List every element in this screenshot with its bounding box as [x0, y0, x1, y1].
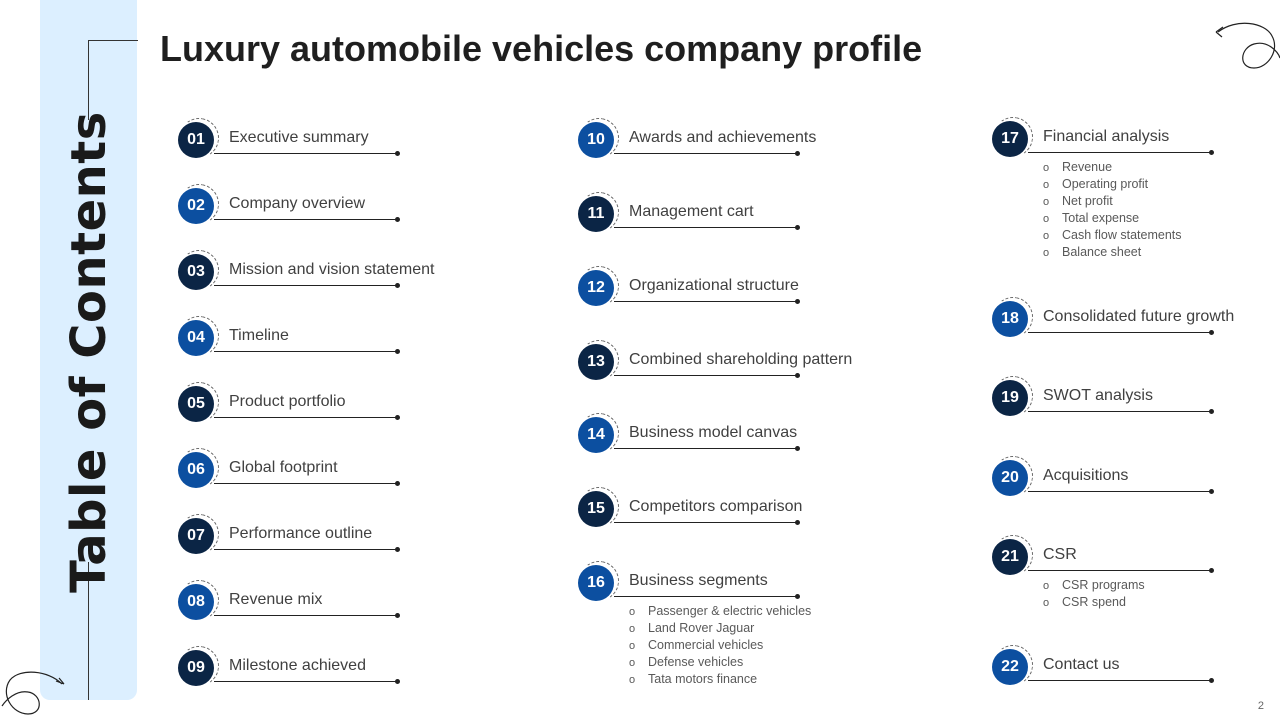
toc-item-underline	[614, 594, 800, 599]
sidebar-top-connector	[88, 40, 138, 41]
toc-number-badge: 15	[578, 491, 614, 527]
toc-subitem[interactable]: CSR programs	[1043, 577, 1145, 594]
toc-item-label: SWOT analysis	[1043, 387, 1153, 404]
toc-subitem[interactable]: Revenue	[1043, 159, 1182, 176]
toc-item-underline	[1028, 150, 1214, 155]
toc-item-label: Mission and vision statement	[229, 261, 435, 278]
toc-subitem[interactable]: Passenger & electric vehicles	[629, 603, 811, 620]
toc-item-underline	[1028, 568, 1214, 573]
toc-item-label: Executive summary	[229, 129, 369, 146]
toc-item-label: Management cart	[629, 203, 754, 220]
curl-arrow-bottom-left-icon	[1, 671, 65, 715]
toc-number-badge: 08	[178, 584, 214, 620]
toc-item-label: Financial analysis	[1043, 128, 1170, 145]
toc-subitem-list: CSR programsCSR spend	[1043, 577, 1145, 611]
toc-item-label: CSR	[1043, 546, 1077, 563]
toc-number-badge: 19	[992, 380, 1028, 416]
toc-number-badge: 04	[178, 320, 214, 356]
toc-number-badge: 01	[178, 122, 214, 158]
toc-item-underline	[214, 349, 400, 354]
toc-item-underline	[214, 415, 400, 420]
toc-number-badge: 21	[992, 539, 1028, 575]
toc-number-badge: 22	[992, 649, 1028, 685]
toc-item-label: Consolidated future growth	[1043, 308, 1235, 325]
toc-subitem[interactable]: Land Rover Jaguar	[629, 620, 811, 637]
toc-item-underline	[614, 151, 800, 156]
toc-item-label: Competitors comparison	[629, 498, 803, 515]
toc-subitem[interactable]: Operating profit	[1043, 176, 1182, 193]
toc-subitem[interactable]: Cash flow statements	[1043, 227, 1182, 244]
toc-item-label: Business model canvas	[629, 424, 798, 441]
toc-subitem[interactable]: Defense vehicles	[629, 654, 811, 671]
toc-item-underline	[1028, 330, 1214, 335]
toc-item-underline	[1028, 489, 1214, 494]
toc-item-label: Business segments	[629, 572, 768, 589]
toc-number-badge: 02	[178, 188, 214, 224]
toc-item-underline	[1028, 409, 1214, 414]
toc-item-label: Organizational structure	[629, 277, 799, 294]
curl-arrow-top-right-icon	[1215, 22, 1280, 69]
toc-subitem[interactable]: CSR spend	[1043, 594, 1145, 611]
toc-item-underline	[214, 547, 400, 552]
toc-number-badge: 09	[178, 650, 214, 686]
sidebar-top-line	[88, 40, 89, 120]
toc-number-badge: 11	[578, 196, 614, 232]
toc-item-underline	[214, 217, 400, 222]
toc-number-badge: 14	[578, 417, 614, 453]
toc-number-badge: 18	[992, 301, 1028, 337]
toc-item-underline	[214, 283, 400, 288]
toc-subitem[interactable]: Net profit	[1043, 193, 1182, 210]
toc-item-underline	[214, 481, 400, 486]
toc-item-label: Company overview	[229, 195, 366, 212]
sidebar-title: Table of Contents	[60, 111, 117, 593]
toc-number-badge: 03	[178, 254, 214, 290]
toc-number-badge: 12	[578, 270, 614, 306]
toc-number-badge: 07	[178, 518, 214, 554]
toc-item-underline	[614, 373, 800, 378]
toc-item-label: Awards and achievements	[629, 129, 817, 146]
toc-item-underline	[614, 520, 800, 525]
toc-number-badge: 10	[578, 122, 614, 158]
toc-item-label: Timeline	[229, 327, 289, 344]
page-title: Luxury automobile vehicles company profi…	[160, 28, 923, 69]
toc-subitem-list: RevenueOperating profitNet profitTotal e…	[1043, 159, 1182, 261]
toc-number-badge: 05	[178, 386, 214, 422]
toc-item-underline	[214, 151, 400, 156]
toc-item-label: Product portfolio	[229, 393, 346, 410]
toc-number-badge: 17	[992, 121, 1028, 157]
toc-item-underline	[214, 613, 400, 618]
toc-item-label: Revenue mix	[229, 591, 323, 608]
toc-subitem[interactable]: Balance sheet	[1043, 244, 1182, 261]
toc-item-label: Global footprint	[229, 459, 338, 476]
sidebar-title-wrap: Table of Contents	[40, 111, 137, 593]
toc-item-underline	[1028, 678, 1214, 683]
toc-item-underline	[614, 446, 800, 451]
toc-item-label: Performance outline	[229, 525, 373, 542]
toc-item-label: Acquisitions	[1043, 467, 1129, 484]
toc-item-label: Milestone achieved	[229, 657, 366, 674]
toc-item-underline	[614, 225, 800, 230]
page-number: 2	[1257, 700, 1264, 712]
toc-number-badge: 13	[578, 344, 614, 380]
toc-subitem-list: Passenger & electric vehiclesLand Rover …	[629, 603, 811, 688]
toc-item-label: Contact us	[1043, 656, 1120, 673]
toc-item-underline	[214, 679, 400, 684]
toc-number-badge: 16	[578, 565, 614, 601]
toc-subitem[interactable]: Commercial vehicles	[629, 637, 811, 654]
toc-item-label: Combined shareholding pattern	[629, 351, 853, 368]
toc-item-underline	[614, 299, 800, 304]
toc-subitem[interactable]: Tata motors finance	[629, 671, 811, 688]
sidebar-bottom-line	[88, 562, 89, 700]
toc-number-badge: 20	[992, 460, 1028, 496]
toc-subitem[interactable]: Total expense	[1043, 210, 1182, 227]
toc-number-badge: 06	[178, 452, 214, 488]
